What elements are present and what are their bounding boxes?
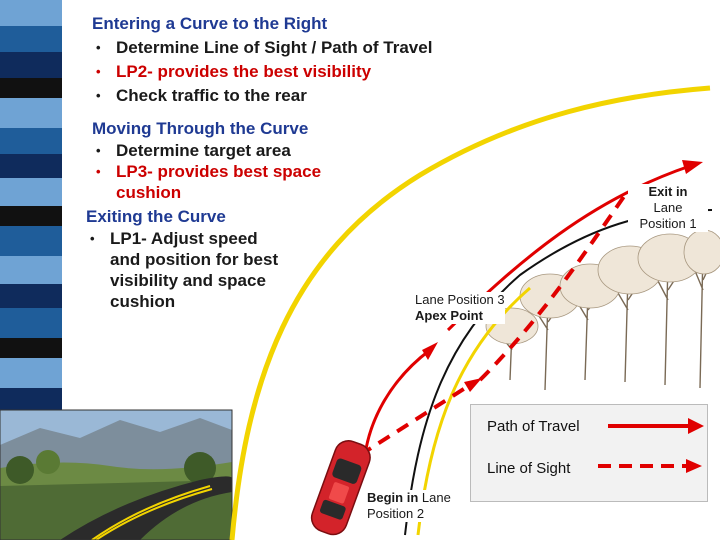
road-curve-photo xyxy=(0,409,233,540)
legend-line-of-sight: Line of Sight xyxy=(487,460,571,477)
section-heading: Moving Through the Curve xyxy=(92,119,309,138)
label-begin-lane-position-2: Begin in Lane Position 2 xyxy=(367,490,451,522)
section-exiting-curve: Exiting the Curve LP1- Adjust speed and … xyxy=(86,206,306,312)
line-of-sight-lines xyxy=(358,193,627,457)
bullet-list: Determine target area LP3- provides best… xyxy=(92,140,352,203)
label-apex-point: Lane Position 3 Apex Point xyxy=(415,292,505,324)
section-heading: Entering a Curve to the Right xyxy=(92,14,328,33)
section-heading: Exiting the Curve xyxy=(86,207,226,226)
road-edge-outer xyxy=(229,85,711,540)
bullet-item: Determine target area xyxy=(92,140,352,161)
bullet-list: LP1- Adjust speed and position for best … xyxy=(86,228,306,312)
red-car-icon xyxy=(310,440,371,536)
legend-box xyxy=(470,404,708,502)
bare-trees-illustration xyxy=(485,229,720,391)
bullet-item: Check traffic to the rear xyxy=(92,84,492,108)
section-entering-curve: Entering a Curve to the Right Determine … xyxy=(92,12,492,108)
section-moving-through-curve: Moving Through the Curve Determine targe… xyxy=(92,118,352,203)
bullet-list: Determine Line of Sight / Path of Travel… xyxy=(92,36,492,108)
bullet-item: LP2- provides the best visibility xyxy=(92,60,492,84)
bullet-item: Determine Line of Sight / Path of Travel xyxy=(92,36,492,60)
bullet-item: LP3- provides best space cushion xyxy=(92,161,336,203)
legend-path-of-travel: Path of Travel xyxy=(487,418,580,435)
bullet-item: LP1- Adjust speed and position for best … xyxy=(86,228,292,312)
label-exit-lane-position-1: Exit in Lane Position 1 xyxy=(628,184,708,232)
